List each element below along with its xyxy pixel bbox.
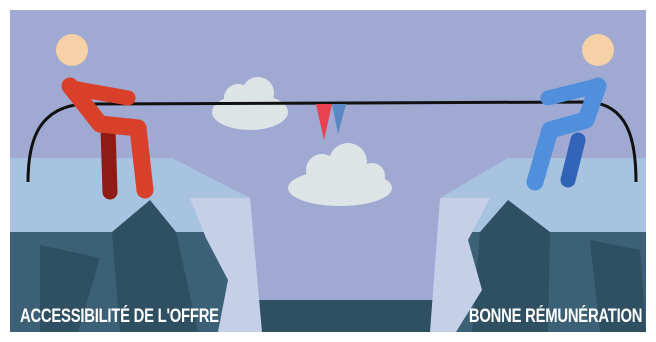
caption-good-pay: BONNE RÉMUNÉRATION xyxy=(469,307,642,326)
caption-offer-accessibility: ACCESSIBILITÉ DE L'OFFRE xyxy=(20,307,219,326)
